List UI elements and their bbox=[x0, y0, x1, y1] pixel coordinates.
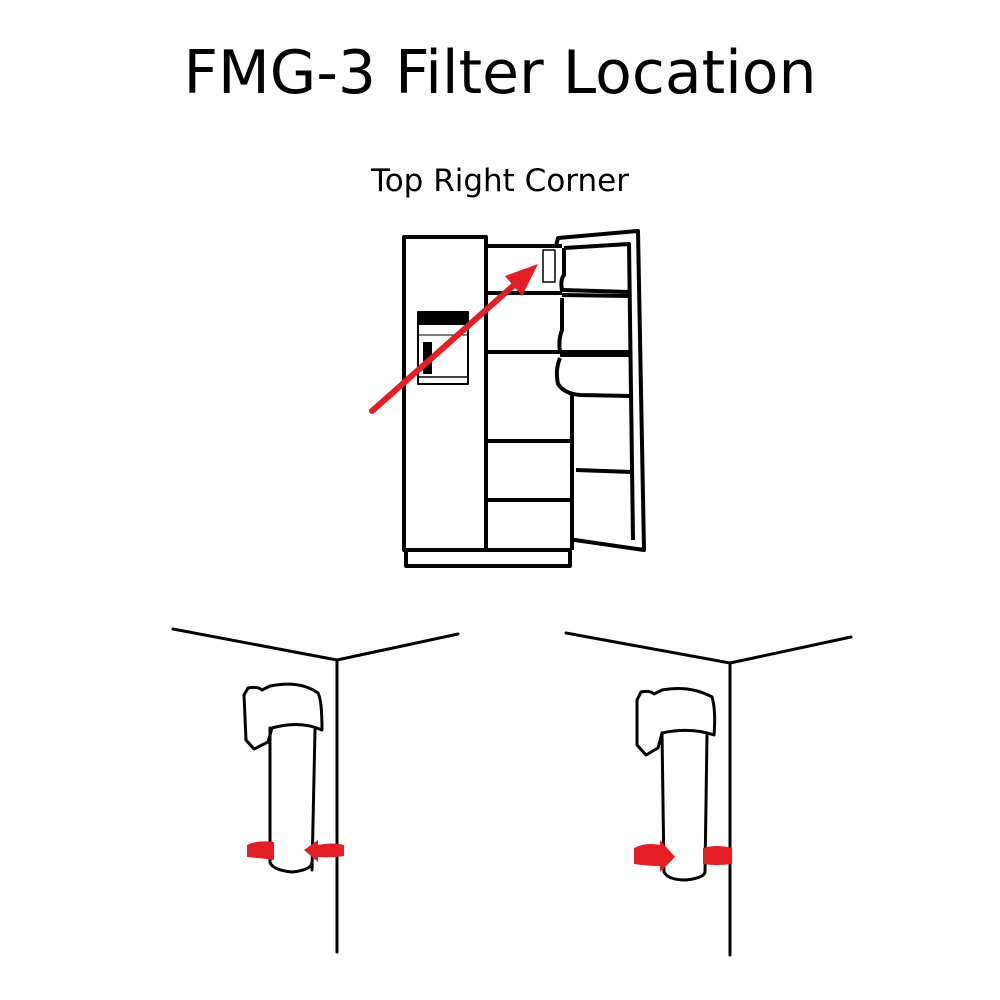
red-pointer-arrow bbox=[369, 264, 538, 414]
filter-head bbox=[242, 682, 324, 751]
fridge-base bbox=[404, 548, 572, 568]
dispenser-top bbox=[418, 312, 468, 325]
filter-head bbox=[635, 687, 717, 757]
location-subtitle: Top Right Corner bbox=[371, 163, 629, 199]
freezer-door bbox=[402, 235, 488, 552]
ceiling-edge bbox=[171, 627, 460, 662]
rotate-cw-arrow-icon bbox=[634, 840, 732, 872]
dispenser-buttons bbox=[421, 327, 460, 333]
rotate-ccw-arrow-icon bbox=[247, 840, 344, 862]
fresh-food-door bbox=[554, 229, 646, 552]
filter-cartridge bbox=[542, 249, 556, 283]
filter-detail-install bbox=[564, 631, 853, 957]
page-title: FMG-3 Filter Location bbox=[183, 38, 817, 108]
filter-detail-remove bbox=[171, 627, 460, 954]
ceiling-edge bbox=[564, 631, 853, 665]
